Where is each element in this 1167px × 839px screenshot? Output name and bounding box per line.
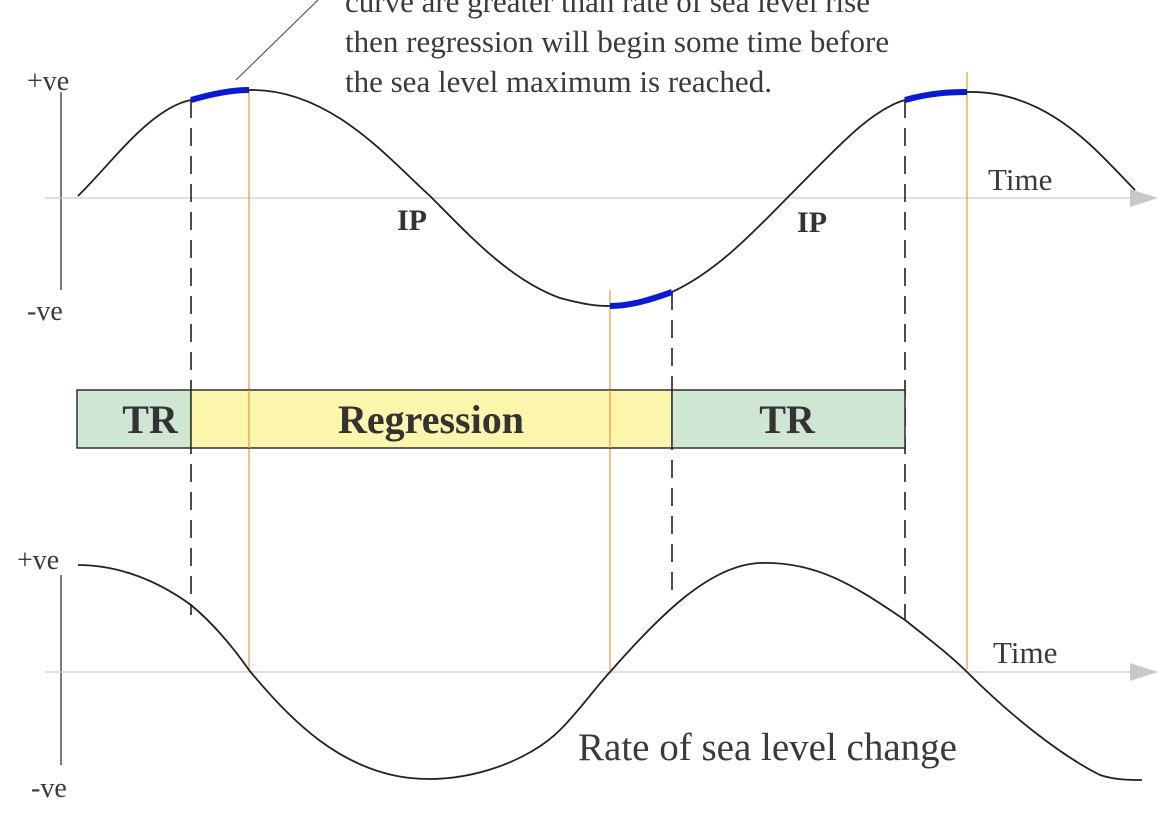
bottom-time-label: Time xyxy=(993,635,1057,670)
rate-caption: Rate of sea level change xyxy=(578,726,957,769)
top-time-arrow xyxy=(1130,189,1158,207)
bottom-minus-label: -ve xyxy=(31,773,67,804)
bottom-plus-label: +ve xyxy=(17,545,59,576)
ip-label-1: IP xyxy=(397,204,427,237)
bottom-time-arrow xyxy=(1130,663,1158,681)
band-regression-label: Regression xyxy=(338,397,524,442)
top-minus-label: -ve xyxy=(27,296,63,327)
band-tr-left xyxy=(76,389,192,449)
annotation-line-3: the sea level maximum is reached. xyxy=(345,64,772,99)
annotation-line-1: curve are greater than rate of sea level… xyxy=(345,0,870,19)
annotation-line-2: then regression will begin some time bef… xyxy=(345,24,889,59)
highlight-arc-2 xyxy=(609,289,674,309)
annotation-pointer-line xyxy=(235,0,319,81)
highlight-arc-3 xyxy=(904,89,968,103)
rate-curve xyxy=(77,562,1143,781)
top-time-label: Time xyxy=(988,162,1052,197)
ip-label-2: IP xyxy=(797,206,827,239)
top-plus-label: +ve xyxy=(27,66,69,97)
band-regression xyxy=(190,389,673,449)
band-tr-right xyxy=(671,389,906,449)
band-tr-right-label: TR xyxy=(759,397,816,442)
band-tr-left-label: TR xyxy=(122,397,179,442)
highlight-arc-1 xyxy=(190,87,250,103)
